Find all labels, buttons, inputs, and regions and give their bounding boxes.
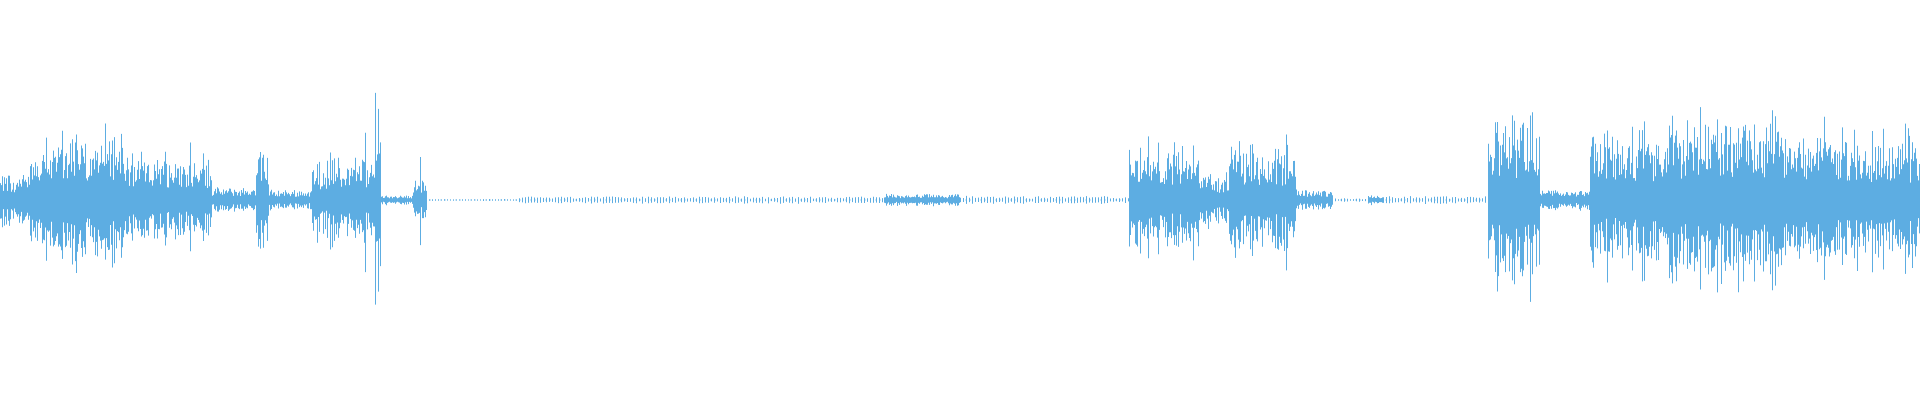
waveform-body: [0, 92, 1920, 305]
